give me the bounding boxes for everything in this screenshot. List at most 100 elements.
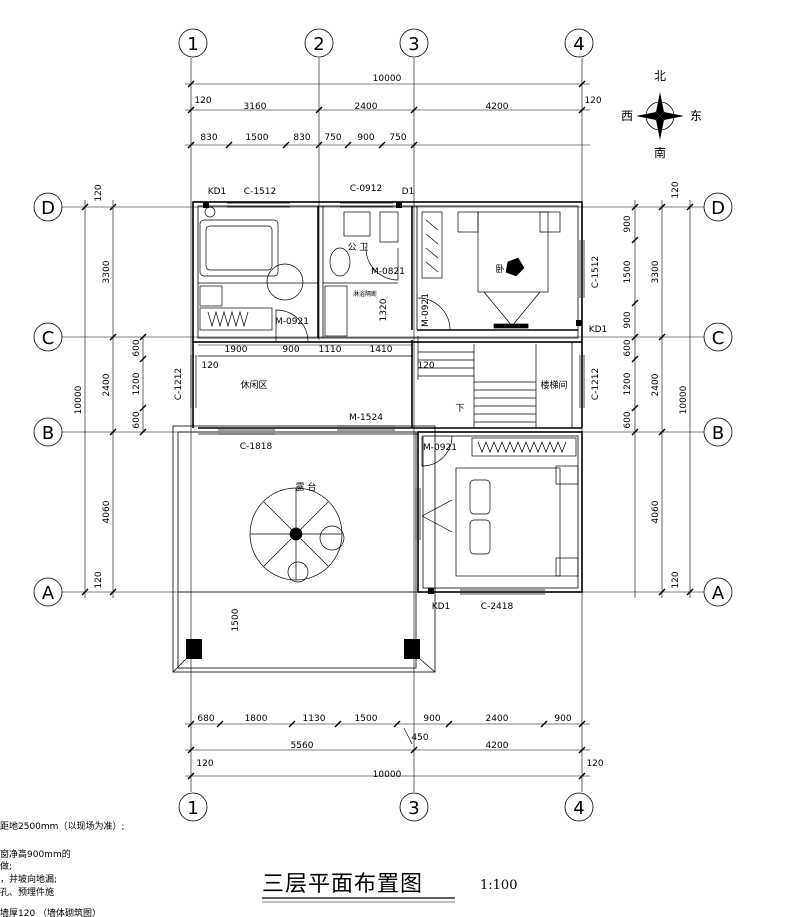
label-m0921-b: M-0921 [421, 293, 431, 327]
axis-grid [62, 58, 704, 792]
int-dim-1500: 1500 [231, 608, 241, 631]
room-stair: 楼梯间 [540, 379, 567, 391]
label-m0921-a: M-0921 [275, 317, 309, 327]
bottom-dim-1130: 1130 [303, 714, 326, 724]
top-dim-4200: 4200 [486, 102, 509, 112]
room-shower: 淋浴隔断 [353, 290, 377, 298]
notes: 距地2500mm（以现场为准）; 窗净高900mm的 做; ，并坡向地漏; 孔、… [0, 820, 124, 917]
axis-bubbles-bottom: 1 3 4 [178, 792, 594, 822]
right-dim-1500: 1500 [623, 260, 633, 283]
note-6: 墙厚120 （墙体砌筑图） [0, 907, 101, 917]
compass-south: 南 [654, 145, 666, 160]
doors [275, 247, 453, 467]
left-dim-1200: 1200 [132, 372, 142, 395]
label-m0821: M-0821 [371, 267, 405, 277]
left-dim-offset-top: 120 [94, 184, 104, 201]
axis-C-left: C [42, 328, 55, 349]
right-dim-offset-top: 120 [671, 181, 681, 198]
bottom-dim-2400: 2400 [486, 714, 509, 724]
top-dimensions [185, 80, 590, 149]
int-dim-1320: 1320 [379, 298, 389, 321]
top-dim-900: 900 [357, 133, 374, 143]
right-dim-total: 10000 [679, 385, 689, 414]
label-d1: D1 [402, 187, 415, 197]
int-dim-1410: 1410 [370, 345, 393, 355]
room-terrace: 露 台 [296, 481, 317, 493]
note-2: 窗净高900mm的 [0, 848, 71, 860]
compass-west: 西 [621, 109, 633, 123]
axis-D-right: D [711, 198, 725, 219]
room-public-bath: 公 卫 [348, 242, 369, 253]
axis-C-right: C [712, 328, 725, 349]
right-dim-900b: 900 [623, 311, 633, 328]
left-dim-4060: 4060 [102, 500, 112, 523]
right-dim-3300: 3300 [651, 260, 661, 283]
interior-dimensions: 1900 900 1110 1410 1320 1500 120 120 [198, 298, 435, 631]
label-c1512-right: C-1512 [591, 256, 601, 288]
label-m1524: M-1524 [349, 413, 383, 423]
room-labels: 公 卫 卧 休闲区 楼梯间 下 露 台 淋浴隔断 [240, 242, 567, 493]
axis-1-top: 1 [187, 34, 198, 55]
room-bedroom: 卧 [495, 263, 504, 275]
left-dim-offset-bottom: 120 [94, 571, 104, 588]
bottom-dim-1800: 1800 [245, 714, 268, 724]
room-stair-down: 下 [455, 404, 464, 414]
label-kd1-b: KD1 [589, 325, 608, 335]
int-dim-1900: 1900 [225, 345, 248, 355]
axis-B-left: B [42, 423, 54, 444]
int-dim-1110: 1110 [319, 345, 342, 355]
bottom-dim-900a: 900 [423, 714, 440, 724]
drawing-title: 三层平面布置图 [262, 872, 423, 897]
top-dim-750b: 750 [389, 133, 406, 143]
bottom-dim-5560: 5560 [291, 741, 314, 751]
int-dim-120a: 120 [201, 361, 218, 371]
compass-east: 东 [690, 109, 702, 123]
left-dimensions [81, 200, 147, 598]
axis-1-bottom: 1 [187, 798, 198, 819]
compass: 北 南 西 东 [621, 69, 702, 160]
top-dim-830a: 830 [200, 133, 217, 143]
right-dim-2400: 2400 [651, 373, 661, 396]
right-dim-600b: 600 [623, 411, 633, 428]
label-m0921-c: M-0921 [423, 443, 457, 453]
bottom-dim-900b: 900 [554, 714, 571, 724]
left-dim-600a: 600 [132, 339, 142, 356]
drawing-scale: 1:100 [480, 878, 517, 893]
column-marks [203, 202, 582, 594]
label-kd1-c: KD1 [432, 602, 451, 612]
left-window-c1212: C-1212 [174, 368, 184, 400]
axis-bubbles-left: D C B A [33, 192, 63, 607]
left-dim-3300: 3300 [102, 260, 112, 283]
note-5: 孔、预埋件施 [0, 886, 54, 898]
compass-north: 北 [654, 69, 666, 83]
note-3: 做; [0, 860, 12, 872]
axis-bubbles-top: 1 2 3 4 [178, 28, 594, 58]
top-dim-left-offset: 120 [194, 96, 211, 106]
label-c1212-right: C-1212 [591, 368, 601, 400]
top-dim-right-offset: 120 [584, 96, 601, 106]
axis-A-left: A [42, 583, 55, 604]
windows [190, 202, 585, 595]
int-dim-900: 900 [282, 345, 299, 355]
left-dim-600b: 600 [132, 411, 142, 428]
note-4: ，并坡向地漏; [0, 873, 57, 885]
top-dim-3160: 3160 [244, 102, 267, 112]
axis-3-bottom: 3 [408, 798, 419, 819]
label-c1818: C-1818 [240, 442, 273, 452]
top-dim-2400: 2400 [355, 102, 378, 112]
top-dim-750a: 750 [324, 133, 341, 143]
bottom-dim-1500: 1500 [355, 714, 378, 724]
axis-D-left: D [41, 198, 55, 219]
opening-labels: KD1 C-1512 C-0912 D1 M-0821 M-0921 M-092… [208, 184, 608, 612]
stair-treads [418, 344, 537, 428]
bottom-dim-left-offset: 120 [196, 759, 213, 769]
right-dim-1200: 1200 [623, 372, 633, 395]
bottom-dim-total: 10000 [373, 770, 402, 780]
left-dim-total: 10000 [74, 385, 84, 414]
bottom-dimensions [185, 720, 590, 780]
right-dim-offset-bottom: 120 [671, 571, 681, 588]
left-dim-2400: 2400 [102, 373, 112, 396]
bottom-dim-right-offset: 120 [586, 759, 603, 769]
top-dim-830b: 830 [293, 133, 310, 143]
